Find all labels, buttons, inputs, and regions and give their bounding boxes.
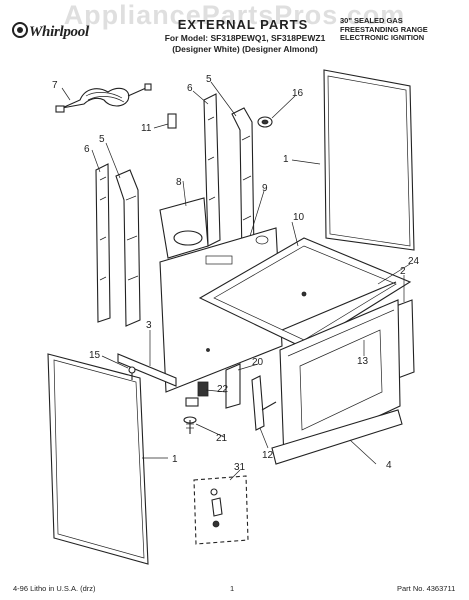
part-grommet	[257, 116, 273, 128]
callout-6-lower: 6	[84, 144, 90, 155]
page-title: EXTERNAL PARTS	[177, 17, 309, 32]
product-line-3: ELECTRONIC IGNITION	[340, 33, 425, 42]
callout-15: 15	[89, 350, 101, 361]
product-description: 30" SEALED GAS FREESTANDING RANGE ELECTR…	[340, 16, 465, 43]
part-oven-door	[279, 299, 401, 461]
callout-3: 3	[146, 320, 152, 331]
part-screw	[128, 366, 136, 380]
callout-12: 12	[262, 450, 274, 461]
callout-11: 11	[141, 123, 152, 134]
callout-20: 20	[252, 357, 264, 368]
part-front-trim	[281, 281, 397, 331]
product-line-1: 30" SEALED GAS	[340, 16, 403, 25]
callout-5-upper: 5	[206, 74, 212, 85]
callout-2: 2	[400, 266, 406, 277]
callout-21: 21	[216, 433, 228, 444]
callout-22: 22	[217, 384, 229, 395]
part-right-side-rail	[203, 93, 221, 247]
part-top-frame	[323, 69, 415, 251]
part-side-bracket	[251, 375, 277, 431]
part-power-cord	[55, 83, 152, 113]
callout-9: 9	[262, 183, 268, 194]
callout-5-lower: 5	[99, 134, 105, 145]
product-line-2: FREESTANDING RANGE	[340, 24, 428, 34]
brand-logo: Whirlpool	[12, 22, 89, 41]
part-cooktop	[198, 237, 412, 349]
part-left-side-rail	[95, 163, 111, 323]
callout-4: 4	[386, 460, 392, 471]
part-hinge-bracket	[225, 363, 241, 409]
model-info: For Model: SF318PEWQ1, SF318PEWZ1 (Desig…	[120, 33, 370, 55]
footer-page-number: 1	[230, 584, 235, 593]
callout-1-upper: 1	[283, 154, 289, 165]
footer-part-number: Part No. 4363711	[397, 584, 456, 593]
part-vent-duct	[159, 197, 209, 259]
callout-24: 24	[408, 256, 420, 267]
callout-10: 10	[293, 212, 305, 223]
part-door-frame	[47, 353, 149, 565]
part-leveling-foot	[183, 416, 197, 434]
callout-8: 8	[176, 177, 182, 188]
part-bottom-support	[117, 353, 177, 387]
callout-1-lower: 1	[172, 454, 178, 465]
model-line-1: For Model: SF318PEWQ1, SF318PEWZ1	[164, 33, 326, 43]
callout-16: 16	[292, 88, 304, 99]
callout-13: 13	[357, 356, 369, 367]
part-kick-panel	[271, 409, 403, 465]
part-leveling-leg	[185, 381, 209, 407]
leader-lines	[61, 81, 411, 481]
watermark: AppliancePartsPros.com	[63, 0, 406, 30]
callout-6-upper: 6	[187, 83, 193, 94]
brand-logo-text: Whirlpool	[29, 24, 89, 40]
footer-print-info: 4-96 Litho in U.S.A. (drz)	[13, 584, 96, 593]
brand-logo-icon	[12, 22, 28, 38]
model-line-2: (Designer White) (Designer Almond)	[172, 44, 318, 54]
part-left-side-panel	[115, 169, 141, 327]
callout-31: 31	[234, 462, 246, 473]
part-bracket	[167, 113, 177, 129]
callout-labels: 7 6 5 11 16 5 6 1 8 9 10 24 2 3 15 20 13…	[52, 74, 420, 473]
part-31-detail-box	[193, 475, 249, 545]
callout-7: 7	[52, 80, 58, 91]
